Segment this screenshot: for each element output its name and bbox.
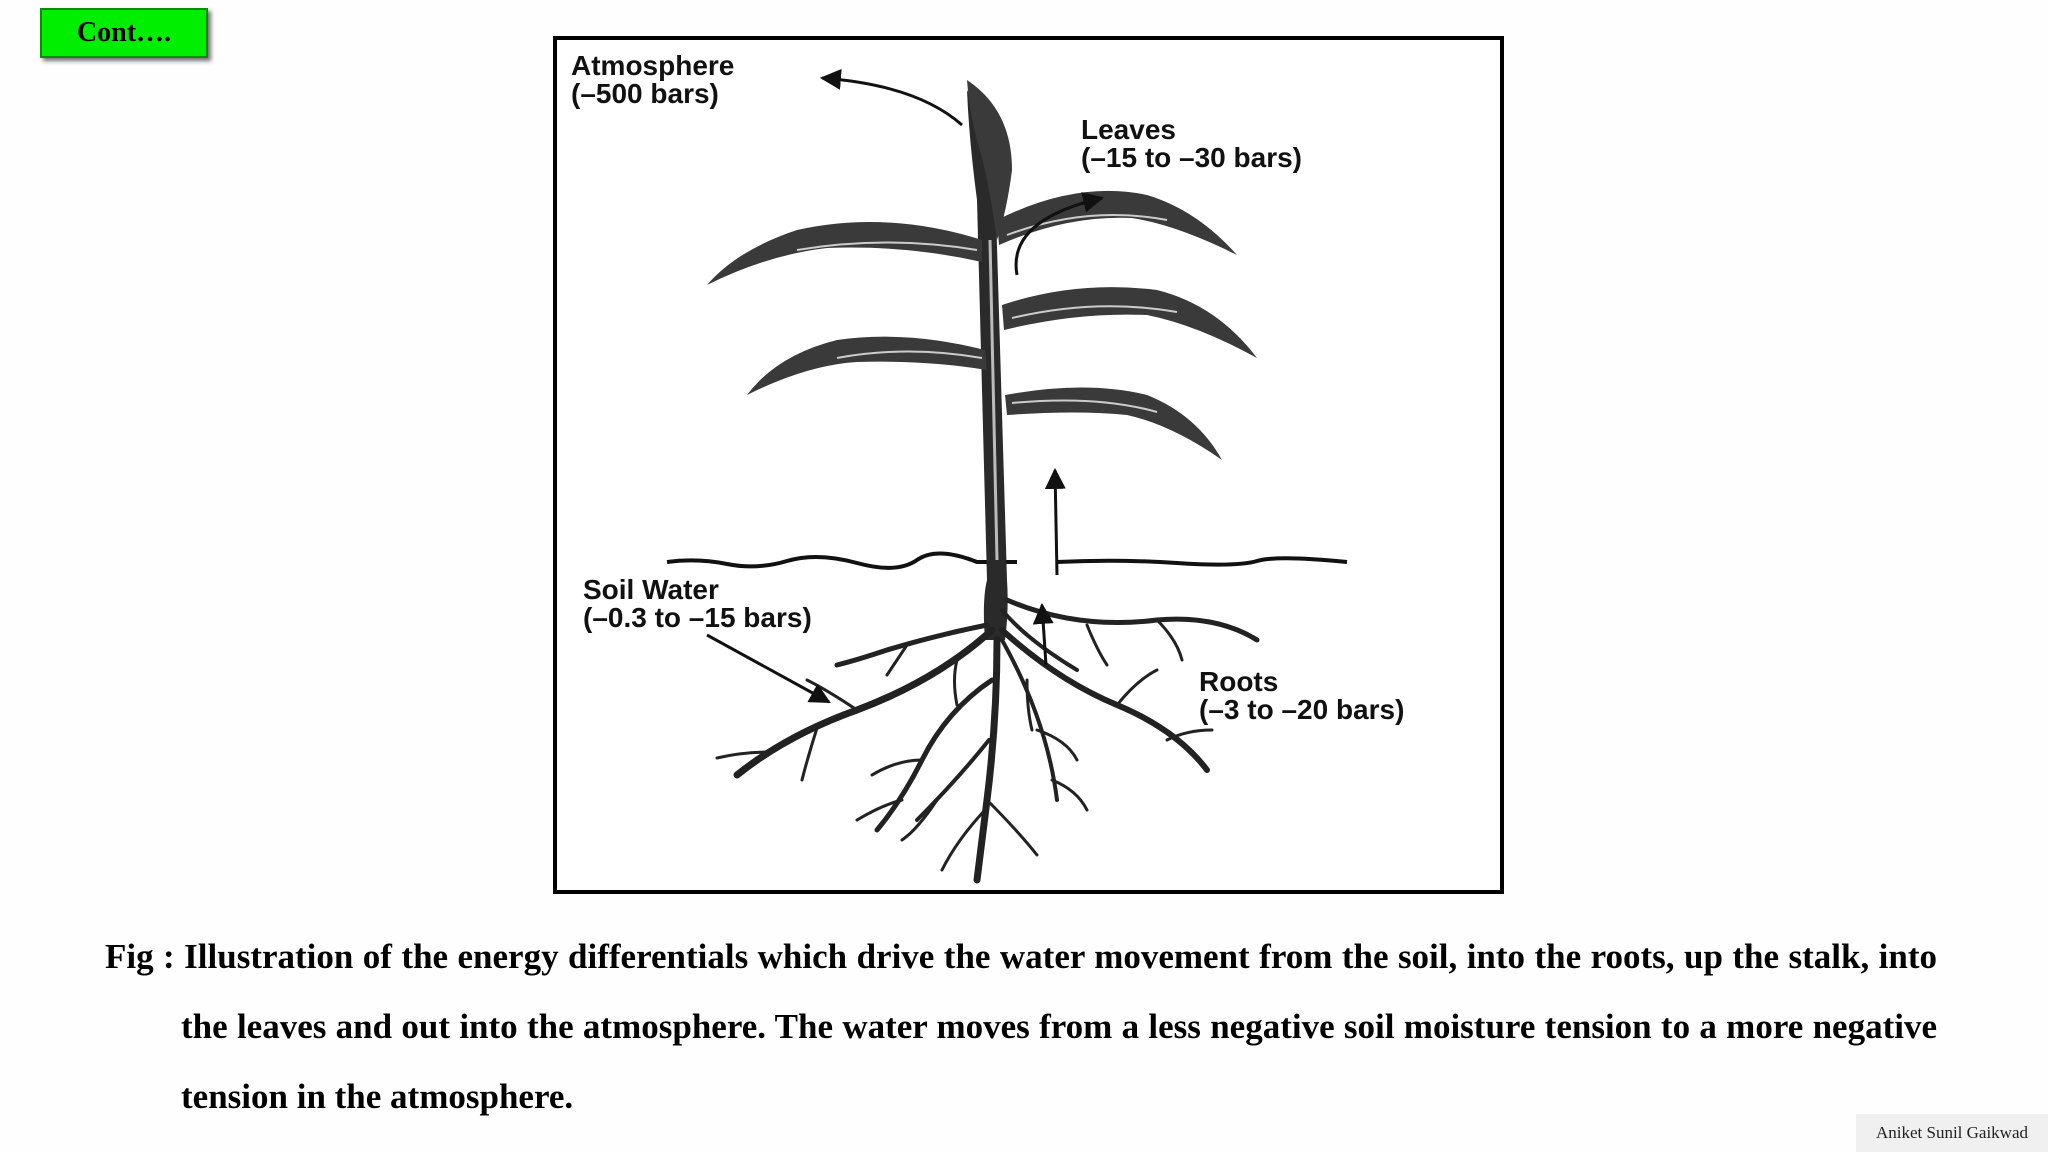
cont-button[interactable]: Cont…. [40, 8, 208, 58]
atmosphere-label: Atmosphere [571, 50, 735, 81]
soil-water-value: (–0.3 to –15 bars) [583, 602, 812, 633]
stem-flow-arrow [1044, 467, 1066, 576]
leaf-flow-arrow [1014, 192, 1105, 276]
plant-stem [967, 90, 1008, 640]
figure-caption: Fig : Illustration of the energy differe… [105, 937, 1937, 1116]
plant-water-potential-figure: Atmosphere (–500 bars) Leaves (–15 to –3… [553, 36, 1504, 894]
ground-line [666, 551, 1348, 570]
leaf-right-middle [1002, 287, 1257, 358]
leaf-left-upper [707, 222, 982, 285]
leaf-right-bottom [1005, 387, 1222, 460]
soil-water-label: Soil Water [583, 574, 719, 605]
leaf-left-lower [747, 336, 987, 395]
soil-water-arrow [706, 633, 831, 704]
leaves-value: (–15 to –30 bars) [1081, 142, 1302, 173]
root-flow-arrow [1032, 602, 1054, 666]
author-footer: Aniket Sunil Gaikwad [1856, 1114, 2048, 1152]
root-system [715, 597, 1260, 884]
atmosphere-arrow [819, 68, 963, 127]
leaves-label: Leaves [1081, 114, 1176, 145]
leaf-right-top [997, 190, 1237, 255]
plant-illustration [666, 68, 1348, 884]
roots-value: (–3 to –20 bars) [1199, 694, 1405, 725]
atmosphere-value: (–500 bars) [571, 78, 719, 109]
roots-label: Roots [1199, 666, 1279, 697]
top-leaf [967, 80, 1012, 240]
